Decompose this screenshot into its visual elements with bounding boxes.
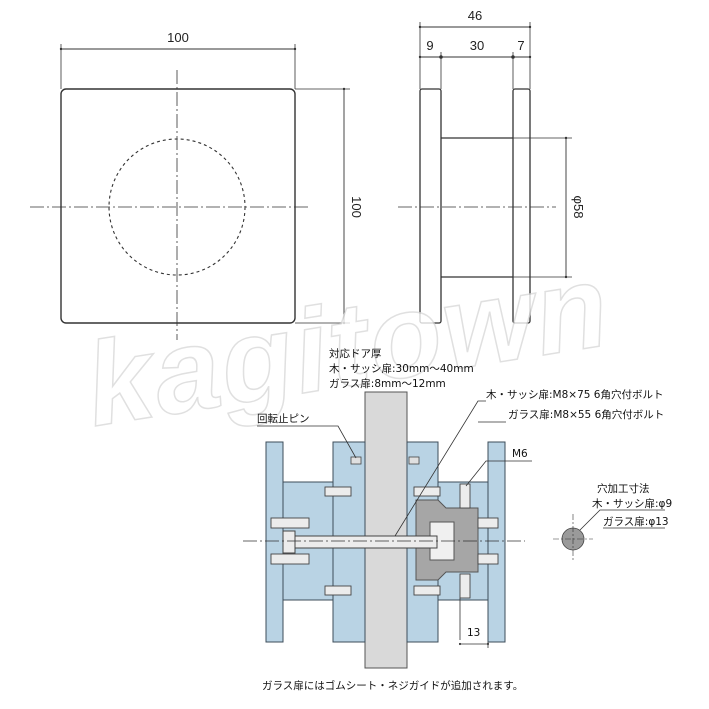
screw: [477, 553, 499, 565]
pin-leader: [257, 425, 357, 459]
footer-note: ガラス扉にはゴムシート・ネジガイドが追加されます。: [262, 679, 523, 692]
left-plate: [419, 88, 442, 324]
right-plate: [512, 88, 531, 324]
right-outer-plate: [487, 441, 506, 643]
screw: [477, 517, 499, 529]
hole-size-wood: 木・サッシ扉:φ9: [592, 497, 672, 510]
anti-rotation-pin: [408, 456, 420, 465]
hole-leader: [579, 509, 665, 531]
bolt-glass-label: ガラス扉:M8×55 6角穴付ボルト: [508, 408, 664, 421]
hole-size-glass: ガラス扉:φ13: [603, 515, 669, 528]
right-plate-dim-label: 7: [517, 38, 524, 53]
section-view: [243, 391, 525, 669]
hole-size-detail: [553, 509, 665, 562]
gap-dim-label: 30: [470, 38, 484, 53]
m6-screw: [459, 573, 471, 599]
anti-rotation-pin: [350, 456, 362, 465]
m6-leader: [465, 460, 532, 487]
front-view: [30, 44, 350, 340]
screw: [413, 486, 441, 497]
rosette-square: [60, 88, 296, 324]
screw: [324, 486, 352, 497]
height-dim-label: 100: [349, 196, 364, 218]
hole-size-title: 穴加工寸法: [597, 482, 650, 495]
left-outer-plate: [265, 441, 284, 643]
total-dim-label: 46: [468, 8, 482, 23]
width-dim-label: 100: [167, 30, 189, 45]
m6-label: M6: [512, 448, 528, 460]
side-view: [398, 22, 572, 324]
door-thickness-wood: 木・サッシ扉:30mm〜40mm: [329, 362, 474, 375]
bolt-wood-label: 木・サッシ扉:M8×75 6角穴付ボルト: [486, 388, 663, 401]
dim-13-label: 13: [467, 627, 480, 639]
diameter-dim-label: φ58: [571, 196, 586, 219]
door-thickness-glass: ガラス扉:8mm〜12mm: [329, 377, 446, 390]
door-thickness-title: 対応ドア厚: [329, 347, 382, 360]
screw: [270, 553, 310, 565]
anti-rotation-pin-label: 回転止ピン: [257, 413, 310, 425]
door-panel: [364, 391, 408, 669]
screw: [324, 585, 352, 596]
m6-screw: [459, 483, 471, 509]
main-bolt: [288, 535, 438, 549]
left-plate-dim-label: 9: [426, 38, 433, 53]
bolt-leader: [394, 400, 486, 537]
screw: [413, 585, 441, 596]
bolt-head: [282, 530, 296, 554]
screw: [270, 517, 310, 529]
